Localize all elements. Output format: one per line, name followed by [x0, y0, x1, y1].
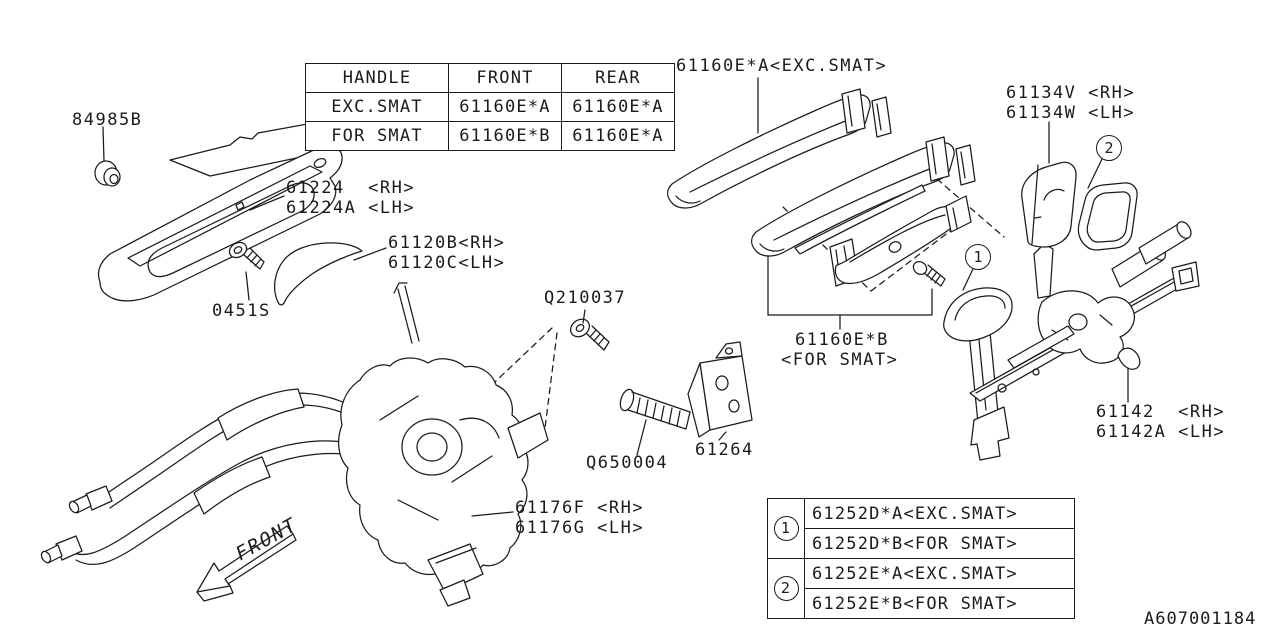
label-striker-bracket: 61264: [695, 440, 754, 460]
label-pad-rh: 61120B<RH>: [388, 233, 506, 253]
rear-part-cell: 61160E*A: [561, 121, 675, 151]
legend-part-cell: 61252D*A<EXC.SMAT>: [804, 498, 1075, 529]
label-outer-handle-exc: 61160E*A<EXC.SMAT>: [676, 56, 888, 76]
legend-part-cell: 61252D*B<FOR SMAT>: [804, 528, 1075, 559]
handle-type-cell: EXC.SMAT: [305, 92, 449, 122]
legend-symbol-2-cell: 2: [767, 558, 805, 619]
handle-table-header-front: FRONT: [448, 63, 562, 93]
grommet-drawing: [94, 160, 121, 187]
label-latch-lh: 61176G <LH>: [515, 518, 645, 538]
handle-screw-drawing: [569, 318, 610, 351]
table-row: 2 61252E*A<EXC.SMAT>: [767, 558, 1075, 619]
label-frame-rh: 61142 <RH>: [1096, 402, 1226, 422]
cap-1-drawing: [942, 287, 1013, 342]
label-handle-cover-rh: 61134V <RH>: [1006, 83, 1136, 103]
handle-table-header-rear: REAR: [561, 63, 675, 93]
seal-pad-drawing: [274, 242, 363, 306]
rear-part-cell: 61160E*A: [561, 92, 675, 122]
front-part-cell: 61160E*B: [448, 121, 562, 151]
diagram-code: A607001184: [1144, 609, 1257, 629]
circled-1-icon: 1: [773, 516, 799, 541]
label-frame-bolt: Q650004: [586, 453, 669, 473]
label-grommet: 84985B: [72, 110, 143, 130]
label-latch-rh: 61176F <RH>: [515, 498, 645, 518]
door-frame-drawing: [965, 221, 1200, 461]
label-frame-lh: 61142A <LH>: [1096, 422, 1226, 442]
front-arrow-drawing: [196, 525, 297, 602]
legend-symbol-1-cell: 1: [767, 498, 805, 559]
label-trim-screw: 0451S: [212, 301, 271, 321]
trim-screw-drawing: [228, 241, 265, 270]
outer-handle-rear-drawing: [750, 136, 976, 257]
table-row: 1 61252D*A<EXC.SMAT>: [767, 498, 1075, 559]
outer-handle-smat-drawing: [829, 195, 972, 287]
gasket-2-drawing: [1077, 182, 1138, 251]
table-row: 61252E*B<FOR SMAT>: [768, 588, 1075, 619]
legend-part-cell: 61252E*B<FOR SMAT>: [804, 588, 1075, 619]
handle-cover-drawing: [1021, 161, 1077, 248]
handle-type-cell: FOR SMAT: [305, 121, 449, 151]
legend-part-cell: 61252E*A<EXC.SMAT>: [804, 558, 1075, 589]
leader-lines: [102, 77, 1129, 517]
circled-2-icon: 2: [773, 576, 799, 601]
label-trim-rh: 61224 <RH>: [286, 178, 416, 198]
callout-1-badge: 1: [965, 244, 991, 270]
callout-2-badge: 2: [1096, 135, 1122, 161]
label-outer-handle-smat-code: 61160E*B: [795, 330, 889, 350]
trim-bezel-drawing: [97, 118, 348, 302]
striker-bracket-drawing: [687, 341, 753, 438]
table-row: EXC.SMAT 61160E*A 61160E*A: [305, 92, 675, 122]
handle-variants-table: HANDLE FRONT REAR EXC.SMAT 61160E*A 6116…: [305, 63, 675, 151]
table-row: FOR SMAT 61160E*B 61160E*A: [305, 121, 675, 151]
label-handle-screw: Q210037: [544, 288, 627, 308]
label-outer-handle-smat-note: <FOR SMAT>: [781, 350, 899, 370]
label-handle-cover-lh: 61134W <LH>: [1006, 103, 1136, 123]
handle-table-header-handle: HANDLE: [305, 63, 449, 93]
callout-legend-table: 1 61252D*A<EXC.SMAT> 61252D*B<FOR SMAT> …: [767, 498, 1075, 619]
label-pad-lh: 61120C<LH>: [388, 253, 506, 273]
label-trim-lh: 61224A <LH>: [286, 198, 416, 218]
latch-assembly-drawing: [40, 282, 549, 607]
table-row: 61252D*B<FOR SMAT>: [768, 528, 1075, 559]
front-part-cell: 61160E*A: [448, 92, 562, 122]
frame-bolt-drawing: [619, 388, 691, 430]
